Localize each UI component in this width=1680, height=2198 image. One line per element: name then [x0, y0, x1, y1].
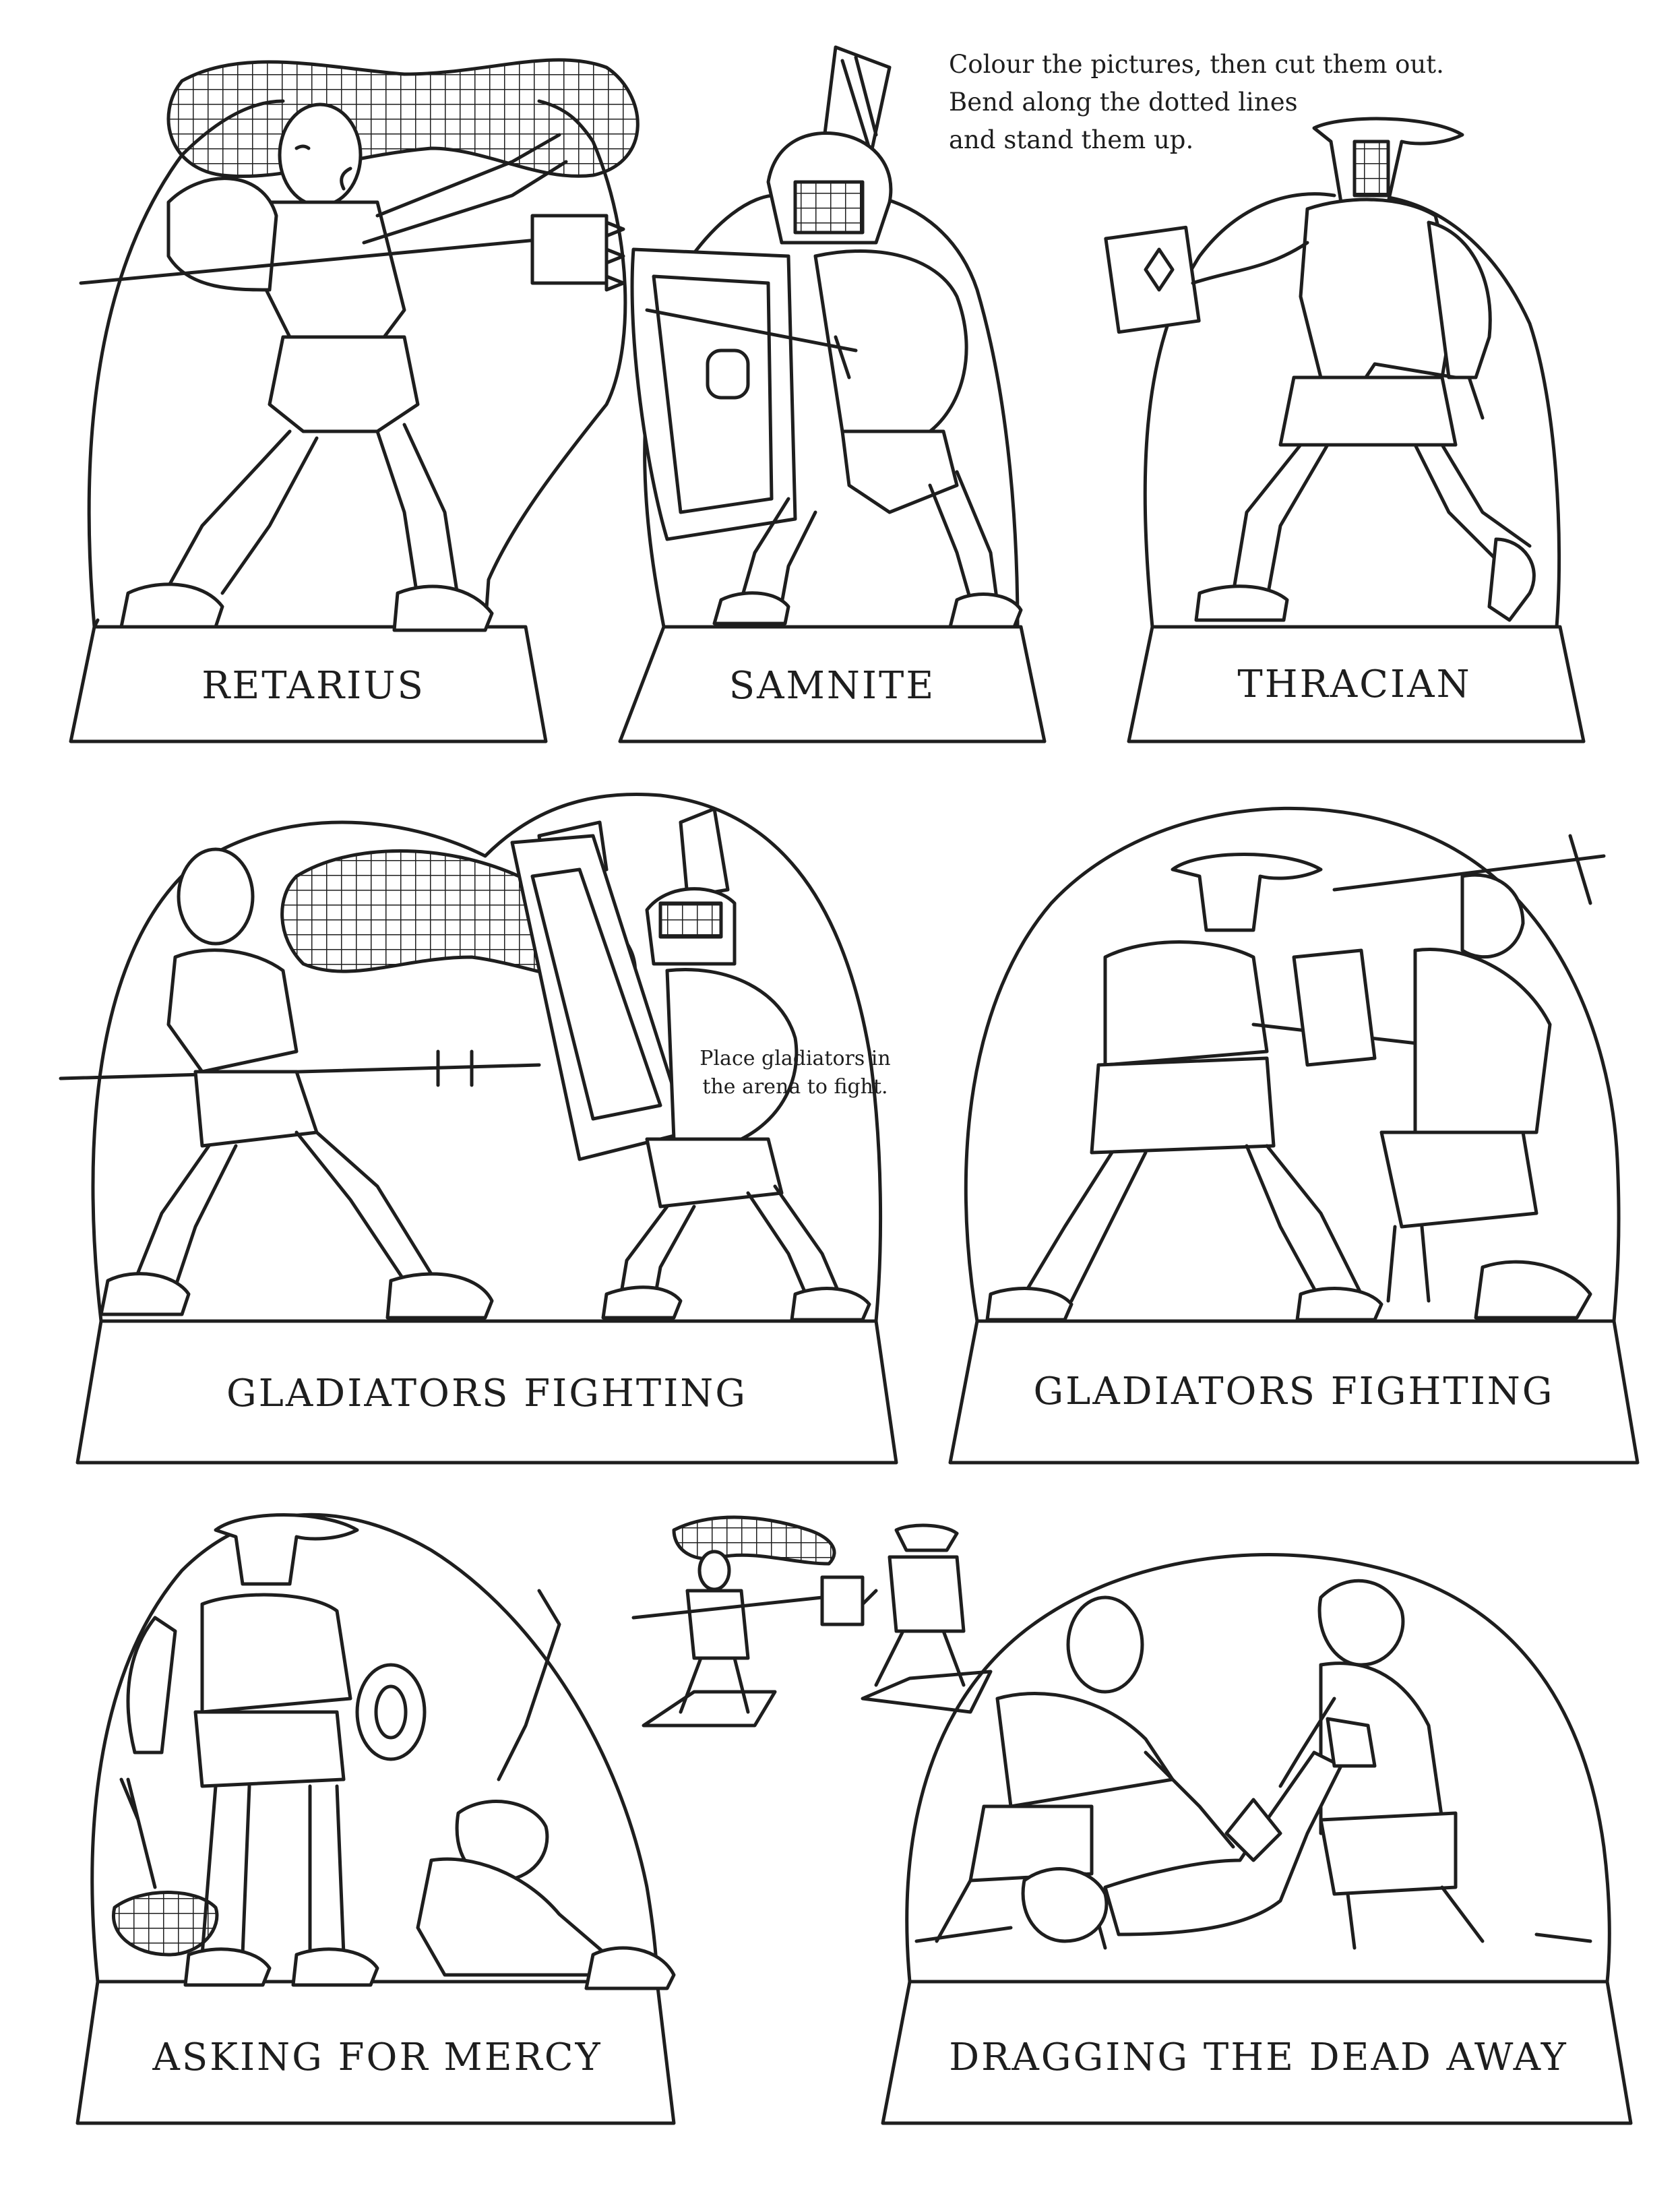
cutout-thracian	[1104, 117, 1586, 743]
arena-note: Place gladiators in the arena to fight.	[684, 1045, 906, 1101]
cutout-gladiators-fighting-left	[59, 792, 898, 1465]
label-asking-for-mercy: ASKING FOR MERCY	[152, 2036, 602, 2079]
instructions-line: and stand them up.	[949, 125, 1194, 154]
arena-example-illustration	[631, 1515, 993, 1728]
retarius-figure	[79, 58, 640, 632]
cutout-retarius	[69, 58, 640, 743]
dragging-figures	[914, 1579, 1592, 1950]
retarius-vs-samnite-figures	[59, 807, 871, 1322]
label-gladiators-fighting-left: GLADIATORS FIGHTING	[226, 1372, 748, 1415]
cutout-dragging-the-dead-away	[881, 1553, 1633, 2125]
label-retarius: RETARIUS	[201, 664, 425, 708]
arena-note-line: Place gladiators in	[699, 1047, 891, 1070]
mercy-figures	[112, 1513, 676, 1990]
instructions-text: Colour the pictures, then cut them out. …	[949, 46, 1444, 159]
arena-note-line: the arena to fight.	[702, 1075, 888, 1099]
label-samnite: SAMNITE	[728, 664, 936, 708]
cutout-samnite	[618, 45, 1047, 743]
thracian-vs-retarius-figures	[985, 834, 1606, 1322]
label-thracian: THRACIAN	[1237, 663, 1472, 706]
samnite-figure	[630, 45, 1023, 629]
label-dragging-the-dead-away: DRAGGING THE DEAD AWAY	[949, 2036, 1568, 2079]
instructions-line: Bend along the dotted lines	[949, 88, 1298, 117]
thracian-figure	[1104, 117, 1536, 622]
label-gladiators-fighting-right: GLADIATORS FIGHTING	[1033, 1370, 1555, 1413]
instructions-line: Colour the pictures, then cut them out.	[949, 50, 1444, 79]
cutout-gladiators-fighting-right	[948, 806, 1640, 1465]
cutout-asking-for-mercy	[75, 1513, 676, 2125]
